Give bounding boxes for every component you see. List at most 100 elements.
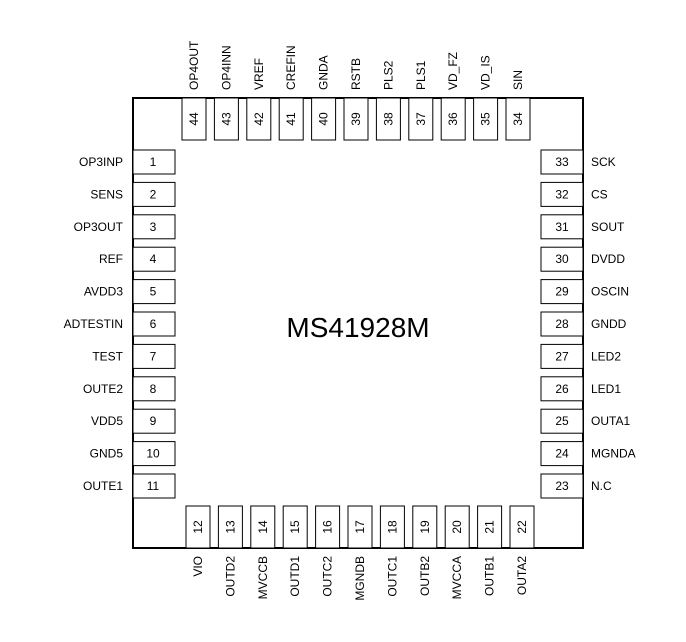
pin-40-number: 40 [317,112,331,126]
pin-41-number: 41 [284,112,298,126]
pin-24-label: MGNDA [591,447,636,461]
pin-21-label: OUTB1 [483,556,497,596]
pin-33-number: 33 [555,155,569,169]
pin-9-box [132,408,176,434]
pin-13-number: 13 [223,520,237,534]
pin-9-label: VDD5 [91,414,123,428]
pin-41-box [278,97,304,141]
pin-12-number: 12 [191,520,205,534]
pin-37-box [408,97,434,141]
pin-2-label: SENS [90,187,123,201]
pin-18-box [379,505,405,549]
pin-35-label: VD_IS [479,55,493,90]
pin-35-number: 35 [479,112,493,126]
pin-20-box [444,505,470,549]
pin-28-box [540,311,584,337]
pin-27-number: 27 [555,349,569,363]
pin-40-label: GNDA [317,55,331,90]
pin-17-number: 17 [353,520,367,534]
pin-17-label: MGNDB [353,556,367,601]
pin-20-label: MVCCA [450,556,464,599]
pin-29-number: 29 [555,285,569,299]
pin-3-label: OP3OUT [74,220,124,234]
pin-35-box [473,97,499,141]
pin-10-number: 10 [146,447,160,461]
pin-38-label: PLS2 [381,60,395,90]
pin-10-label: GND5 [90,447,124,461]
pin-14-box [250,505,276,549]
pin-39-number: 39 [349,112,363,126]
pin-38-box [375,97,401,141]
pin-23-number: 23 [555,479,569,493]
pin-18-label: OUTC1 [385,556,399,597]
pin-25-number: 25 [555,414,569,428]
pin-4-number: 4 [150,252,157,266]
chip-name: MS41928M [286,312,429,343]
pin-31-number: 31 [555,220,569,234]
pin-42-box [246,97,272,141]
pin-1-label: OP3INP [79,155,123,169]
pin-9-number: 9 [150,414,157,428]
chip-body [132,97,584,549]
pin-42-label: VREF [252,58,266,90]
pin-26-label: LED1 [591,382,621,396]
pin-2-box [132,181,176,207]
pin-14-label: MVCCB [256,556,270,599]
pin-16-number: 16 [321,520,335,534]
pin-11-box [132,473,176,499]
pin-28-label: GNDD [591,317,627,331]
pin-1-number: 1 [150,155,157,169]
pin-19-box [412,505,438,549]
pin-10-box [132,441,176,467]
pin-29-box [540,279,584,305]
pin-30-label: DVDD [591,252,625,266]
pin-24-box [540,441,584,467]
pin-27-label: LED2 [591,349,621,363]
pin-3-number: 3 [150,220,157,234]
pin-26-box [540,376,584,402]
left-pin-group: 1OP3INP2SENS3OP3OUT4REF5AVDD36ADTESTIN7T… [64,149,176,499]
pin-37-number: 37 [414,112,428,126]
pin-4-label: REF [99,252,123,266]
pin-43-label: OP4INN [219,45,233,90]
pin-28-number: 28 [555,317,569,331]
pin-15-label: OUTD1 [288,556,302,597]
pin-11-number: 11 [147,479,160,493]
pin-15-number: 15 [288,520,302,534]
pin-12-box [185,505,211,549]
pin-20-number: 20 [450,520,464,534]
pin-22-label: OUTA2 [515,556,529,595]
pin-4-box [132,246,176,272]
pin-44-number: 44 [187,112,201,126]
pin-33-label: SCK [591,155,616,169]
pin-12-label: VIO [191,556,205,577]
pin-36-number: 36 [446,112,460,126]
pin-23-box [540,473,584,499]
pin-24-number: 24 [555,447,569,461]
pin-43-number: 43 [219,112,233,126]
pin-32-number: 32 [555,187,569,201]
pin-11-label: OUTE1 [83,479,123,493]
pin-3-box [132,214,176,240]
pin-22-box [509,505,535,549]
pin-44-label: OP4OUT [187,40,201,90]
pin-7-label: TEST [92,349,123,363]
pin-34-label: SIN [511,70,525,90]
pin-30-box [540,246,584,272]
pin-16-box [315,505,341,549]
pin-6-number: 6 [150,317,157,331]
pin-42-number: 42 [252,112,266,126]
pin-21-number: 21 [483,520,497,534]
pin-39-box [343,97,369,141]
pin-19-number: 19 [418,520,432,534]
pin-37-label: PLS1 [414,60,428,90]
pin-17-box [347,505,373,549]
pin-19-label: OUTB2 [418,556,432,596]
pin-5-label: AVDD3 [84,285,123,299]
pin-34-box [505,97,531,141]
pin-18-number: 18 [385,520,399,534]
pin-25-box [540,408,584,434]
pin-22-number: 22 [515,520,529,534]
pin-29-label: OSCIN [591,285,629,299]
